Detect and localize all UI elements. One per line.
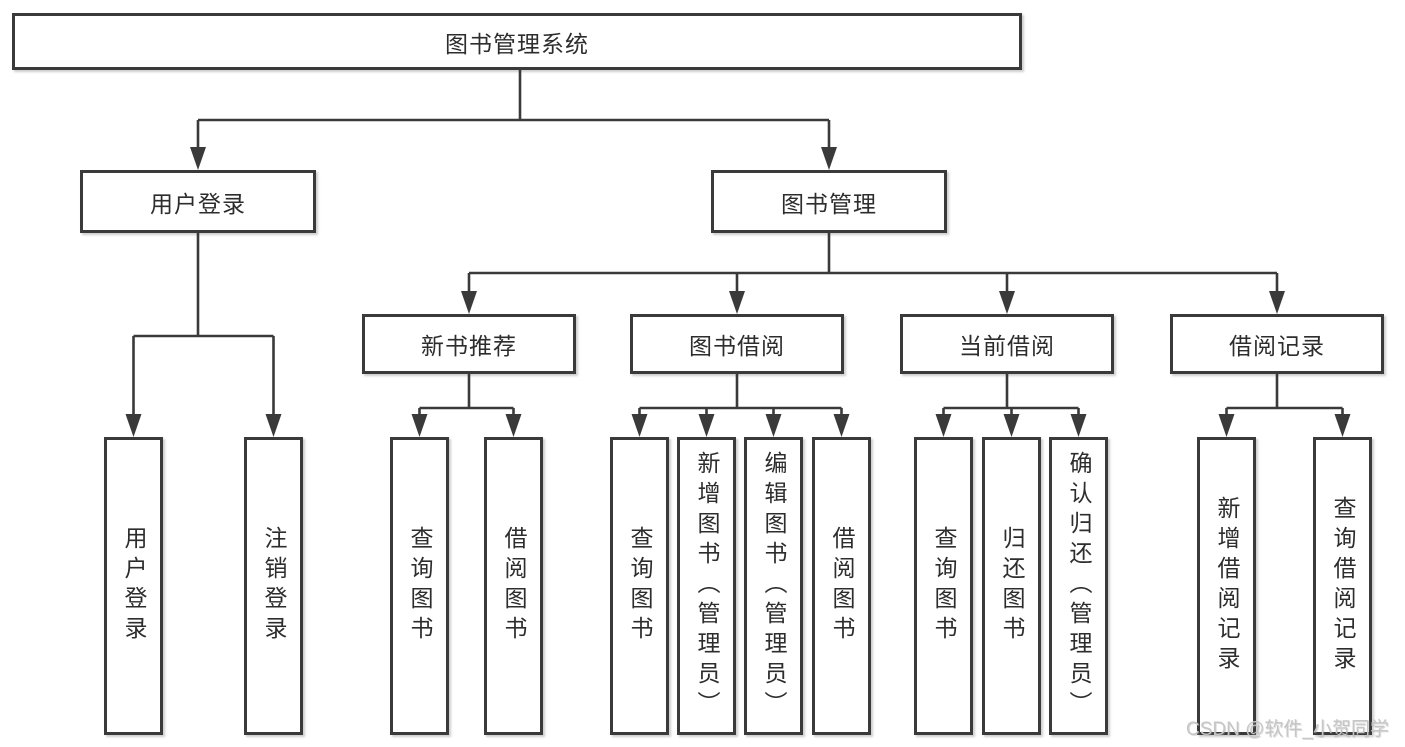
leaf-borrow-books: 借阅图书: [812, 437, 871, 735]
leaf-confirm-return-admin: 确认归还（管理员）: [1049, 437, 1108, 735]
arrow-head: [505, 414, 522, 437]
arrow-head: [1003, 414, 1020, 437]
arrow-head: [190, 147, 206, 170]
arrow-head: [1334, 414, 1351, 437]
leaf-user-login: 用户登录: [104, 437, 163, 735]
leaf-query-books-recommend-label: 查询图书: [407, 526, 433, 646]
arrow-head: [999, 291, 1015, 314]
node-book-management: 图书管理: [711, 170, 947, 233]
node-current-borrow-label: 当前借阅: [959, 333, 1055, 359]
node-library-system: 图书管理系统: [12, 13, 1022, 70]
connector-current-borrow-to-leaves: [935, 374, 1087, 437]
connector-root-to-level2: [190, 70, 837, 170]
arrow-head: [698, 414, 715, 437]
arrow-head: [729, 291, 745, 314]
node-user-login: 用户登录: [80, 170, 316, 233]
connector-new-book-recommend-to-leaves: [411, 374, 522, 437]
leaf-query-books-recommend: 查询图书: [390, 437, 449, 735]
connector-book-mgmt-to-level3: [461, 233, 1285, 314]
arrow-head: [125, 414, 142, 437]
arrow-head: [1070, 414, 1087, 437]
arrow-head: [1218, 414, 1235, 437]
leaf-edit-books-admin-label: 编辑图书（管理员）: [761, 451, 787, 721]
arrow-head: [821, 147, 837, 170]
leaf-edit-books-admin: 编辑图书（管理员）: [744, 437, 803, 735]
leaf-query-books-current-label: 查询图书: [931, 526, 957, 646]
leaf-logout: 注销登录: [244, 437, 303, 735]
leaf-add-borrow-record: 新增借阅记录: [1197, 437, 1256, 735]
leaf-return-books-label: 归还图书: [999, 526, 1025, 646]
leaf-query-borrow-record: 查询借阅记录: [1313, 437, 1372, 735]
leaf-query-books-borrow-label: 查询图书: [627, 526, 653, 646]
connector-user-login-to-leaves: [125, 233, 282, 437]
leaf-add-borrow-record-label: 新增借阅记录: [1214, 496, 1240, 676]
csdn-watermark: CSDN @软件_小贺同学: [1186, 719, 1389, 740]
leaf-user-login-label: 用户登录: [121, 526, 147, 646]
node-new-book-recommend: 新书推荐: [362, 314, 576, 374]
node-book-borrow-label: 图书借阅: [689, 333, 785, 359]
arrow-head: [833, 414, 850, 437]
arrow-head: [411, 414, 428, 437]
leaf-logout-label: 注销登录: [261, 526, 287, 646]
leaf-query-books-borrow: 查询图书: [610, 437, 669, 735]
node-borrow-records: 借阅记录: [1170, 314, 1384, 374]
leaf-add-books-admin: 新增图书（管理员）: [677, 437, 736, 735]
connector-book-borrow-to-leaves: [631, 374, 850, 437]
connector-borrow-records-to-leaves: [1218, 374, 1351, 437]
leaf-confirm-return-admin-label: 确认归还（管理员）: [1066, 451, 1092, 721]
leaf-add-books-admin-label: 新增图书（管理员）: [694, 451, 720, 721]
leaf-borrow-books-recommend: 借阅图书: [484, 437, 543, 735]
arrow-head: [461, 291, 477, 314]
arrow-head: [265, 414, 282, 437]
node-library-system-label: 图书管理系统: [445, 30, 589, 57]
arrow-head: [1269, 291, 1285, 314]
node-book-management-label: 图书管理: [781, 190, 877, 217]
leaf-query-borrow-record-label: 查询借阅记录: [1330, 496, 1356, 676]
node-new-book-recommend-label: 新书推荐: [421, 333, 517, 359]
leaf-borrow-books-recommend-label: 借阅图书: [501, 526, 527, 646]
leaf-borrow-books-label: 借阅图书: [829, 526, 855, 646]
arrow-head: [935, 414, 952, 437]
arrow-head: [631, 414, 648, 437]
leaf-query-books-current: 查询图书: [914, 437, 973, 735]
node-book-borrow: 图书借阅: [630, 314, 844, 374]
node-current-borrow: 当前借阅: [900, 314, 1114, 374]
node-user-login-label: 用户登录: [150, 190, 246, 217]
node-borrow-records-label: 借阅记录: [1229, 333, 1325, 359]
arrow-head: [765, 414, 782, 437]
leaf-return-books: 归还图书: [982, 437, 1041, 735]
